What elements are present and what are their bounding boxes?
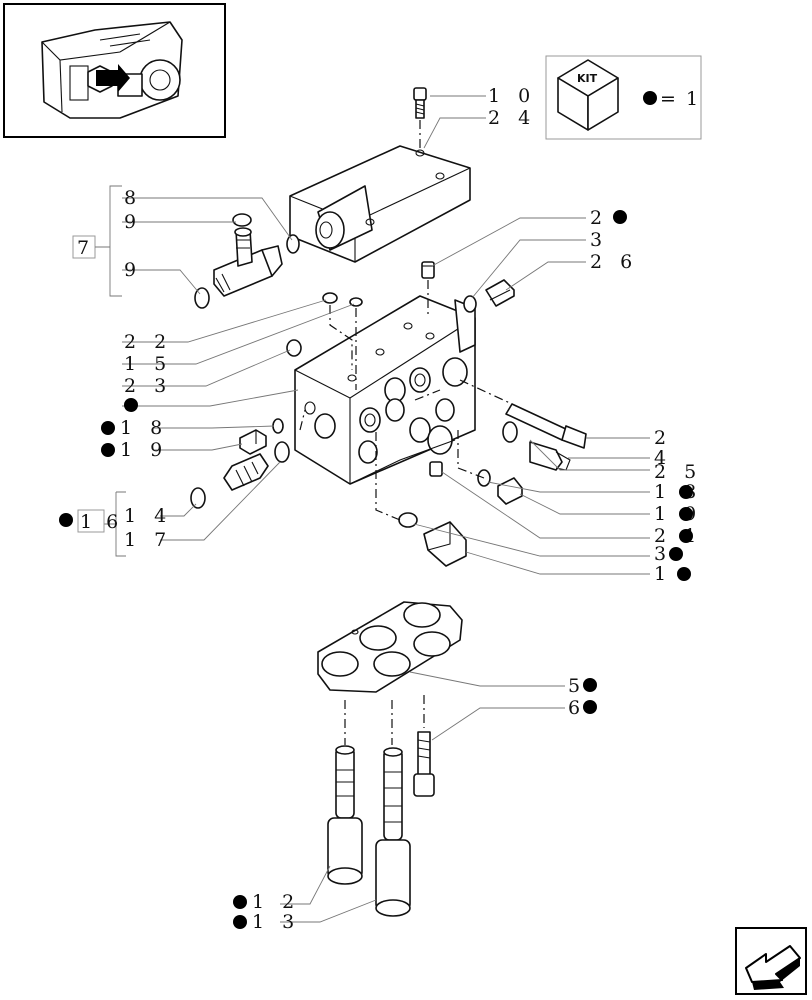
kit-dot-19	[101, 443, 115, 457]
label-19: 1 9	[120, 439, 168, 461]
label-26: 2 6	[590, 251, 638, 273]
label-19-right: 1 9	[654, 503, 702, 525]
axis-o-ring-22	[329, 305, 353, 370]
label-17: 1 7	[124, 529, 172, 551]
plug-18r	[497, 477, 523, 505]
kit-dot-19-right	[679, 507, 693, 521]
label-5: 5	[568, 675, 586, 697]
kit-dot-18	[101, 421, 115, 435]
plug-19	[239, 429, 267, 455]
o-ring-18	[272, 418, 284, 434]
axis-mid-port	[414, 389, 441, 401]
label-24: 2 4	[488, 107, 536, 129]
o-ring-23	[286, 339, 302, 357]
o-ring-9-lower	[194, 287, 210, 309]
o-ring-3	[398, 512, 418, 528]
label-3-right: 3	[654, 543, 672, 565]
kit-legend: KIT = 1	[545, 55, 702, 140]
kit-equals-text: = 1	[660, 88, 700, 110]
label-1-right: 1	[654, 563, 672, 585]
cartridge-12	[327, 745, 363, 885]
plug-21	[429, 461, 443, 477]
o-ring-9-upper	[232, 213, 252, 227]
fitting-26	[485, 279, 515, 307]
bolt-6	[413, 731, 435, 797]
washer-3	[463, 295, 477, 313]
kit-dot-5	[583, 678, 597, 692]
kit-dot-6	[583, 700, 597, 714]
location-arrow-icon	[96, 64, 130, 92]
bolt-10	[413, 87, 427, 119]
label-8: 8	[124, 187, 142, 209]
kit-dot-16	[59, 513, 73, 527]
kit-dot-12	[233, 895, 247, 909]
kit-dot-20	[613, 210, 627, 224]
label-12: 1 2	[252, 891, 300, 913]
kit-dot-3	[669, 547, 683, 561]
plug-1	[423, 521, 467, 567]
label-4: 4	[654, 447, 672, 469]
o-ring-8	[286, 234, 300, 254]
kit-dot-21	[679, 529, 693, 543]
group-16-box	[77, 509, 105, 533]
label-22: 2 2	[124, 331, 172, 353]
kit-label: KIT	[577, 72, 598, 85]
label-13: 1 3	[252, 911, 300, 933]
label-14: 1 4	[124, 505, 172, 527]
label-23: 2 3	[124, 375, 172, 397]
label-18-right: 1 8	[654, 481, 702, 503]
label-25: 2 5	[654, 461, 702, 483]
o-ring-17	[274, 441, 290, 463]
kit-marker-dot	[643, 91, 657, 105]
label-18: 1 8	[120, 417, 168, 439]
thumbnail-locator[interactable]	[3, 3, 226, 138]
label-10: 1 0	[488, 85, 536, 107]
o-ring-22	[322, 292, 338, 304]
bolt-2	[505, 403, 587, 449]
valve-block	[294, 295, 476, 485]
axis-right-port	[457, 430, 485, 479]
group-7-label: 7	[77, 237, 95, 259]
reference-labels: 1 0 2 4 8 9 9 2 3 2 6 2 2 1 5 2 3 1 8 1 …	[59, 85, 702, 933]
label-2: 2	[654, 427, 672, 449]
label-3-top: 3	[590, 229, 608, 251]
tee-fitting-assembly	[213, 227, 283, 297]
kit-dot-block	[124, 398, 138, 412]
kit-dot-18-right	[679, 485, 693, 499]
gasket-plate	[317, 601, 463, 693]
group-7-bracket	[95, 185, 122, 297]
kit-dot-1	[677, 567, 691, 581]
o-ring-4	[502, 421, 518, 443]
label-16: 1 6	[80, 511, 122, 533]
kit-dot-13	[233, 915, 247, 929]
label-9-lower: 9	[124, 259, 142, 281]
o-ring-14	[190, 487, 206, 509]
plug-20	[421, 261, 435, 279]
label-9-upper: 9	[124, 211, 142, 233]
next-page-button[interactable]	[735, 927, 807, 995]
kit-cube-icon	[557, 59, 619, 131]
axis-left-port	[299, 409, 306, 431]
adapter-16	[223, 453, 269, 491]
leader-lines	[104, 95, 650, 923]
label-6: 6	[568, 697, 586, 719]
cartridge-13	[375, 747, 411, 917]
axis-bottom-port	[375, 432, 401, 521]
top-cover-plate	[289, 145, 471, 263]
label-20: 2	[590, 207, 608, 229]
label-15: 1 5	[124, 353, 172, 375]
